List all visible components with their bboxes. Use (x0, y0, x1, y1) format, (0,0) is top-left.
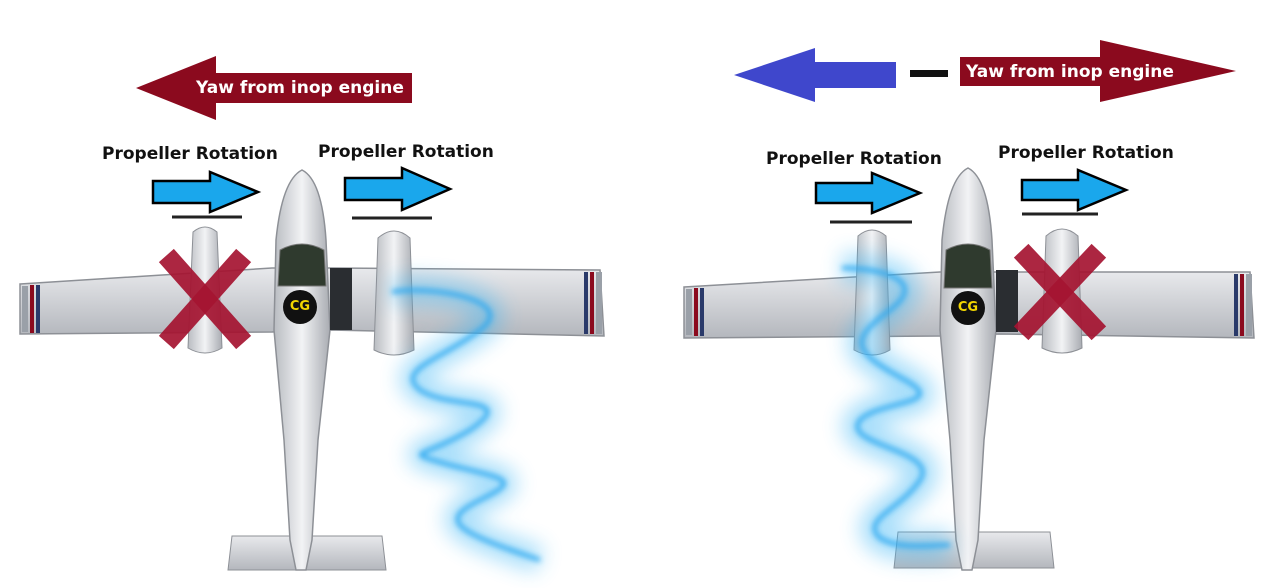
yaw-label-left: Yaw from inop engine (196, 78, 404, 98)
arrow-right-icon (814, 171, 924, 215)
right-airplane (683, 167, 1255, 571)
cg-label-right: CG (957, 300, 979, 315)
cg-label-left: CG (289, 299, 311, 314)
left-airplane (19, 169, 605, 571)
arrow-left-icon (136, 56, 412, 120)
arrow-right-icon (343, 166, 454, 212)
arrow-right-icon (960, 40, 1236, 102)
arrow-left-icon (734, 48, 896, 102)
prop-label-right-engine: Propeller Rotation (318, 142, 494, 162)
x-mark-icon (1013, 243, 1107, 341)
prop-label-left-engine: Propeller Rotation (102, 144, 278, 164)
arrow-right-icon (1020, 168, 1130, 212)
yaw-label-right: Yaw from inop engine (966, 62, 1174, 82)
cg-marker (283, 290, 317, 324)
x-mark-icon (158, 248, 252, 350)
prop-label-left-engine-2: Propeller Rotation (766, 149, 942, 169)
minus-sign (910, 70, 948, 77)
cg-marker (951, 291, 985, 325)
prop-label-right-engine-2: Propeller Rotation (998, 143, 1174, 163)
slipstream-left (389, 277, 545, 573)
arrow-right-icon (151, 170, 262, 214)
slipstream-right (841, 253, 951, 562)
